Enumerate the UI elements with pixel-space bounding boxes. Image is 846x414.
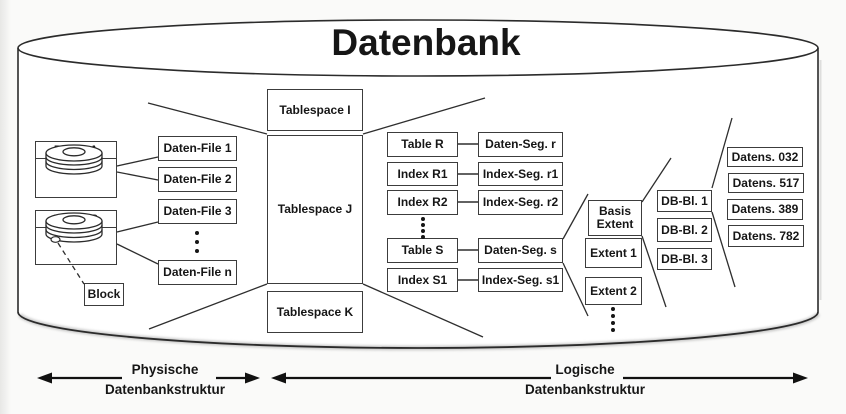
logical-range-arrow <box>271 372 808 384</box>
daten-file-1-box: Daten-File 1 <box>158 136 237 161</box>
physical-structure-line2: Datenbankstruktur <box>104 382 226 398</box>
table-s-box: Table S <box>387 238 458 263</box>
daten-file-ellipsis <box>195 231 199 253</box>
table-r-box: Table R <box>387 132 458 157</box>
tablespace-i-box: Tablespace I <box>267 89 363 131</box>
tablespace-j-box: Tablespace J <box>267 135 363 284</box>
db-block-2-box: DB-Bl. 2 <box>657 218 712 242</box>
index-r2-box: Index R2 <box>387 190 458 215</box>
basis-extent-box: Basis Extent <box>588 200 642 236</box>
daten-file-3-box: Daten-File 3 <box>158 199 237 224</box>
disk-icon <box>45 144 103 175</box>
record-517-box: Datens. 517 <box>728 173 804 193</box>
disk-file-connectors <box>116 156 159 265</box>
db-block-1-box: DB-Bl. 1 <box>657 190 712 212</box>
table-segment-connectors <box>458 143 478 281</box>
daten-seg-r-box: Daten-Seg. r <box>478 132 563 157</box>
disk-platte-a: Platte A <box>35 141 117 198</box>
db-block-3-box: DB-Bl. 3 <box>657 248 712 270</box>
extent-ellipsis <box>611 307 615 332</box>
logical-structure-line1: Logische <box>555 362 615 377</box>
table-ellipsis <box>421 217 425 239</box>
record-782-box: Datens. 782 <box>728 225 804 247</box>
logical-structure-line2: Datenbankstruktur <box>524 382 646 398</box>
physical-structure-line1: Physische <box>131 362 199 377</box>
daten-file-n-box: Daten-File n <box>158 260 237 285</box>
index-seg-r1-box: Index-Seg. r1 <box>478 162 563 186</box>
block-box: Block <box>84 283 124 306</box>
logical-structure-label: Logische Datenbankstruktur <box>505 360 665 401</box>
daten-file-2-box: Daten-File 2 <box>158 167 237 192</box>
index-seg-r2-box: Index-Seg. r2 <box>478 190 563 215</box>
diagram-title: Datenbank <box>331 22 521 63</box>
page-edge-shading <box>0 0 11 414</box>
extent-1-box: Extent 1 <box>585 238 642 268</box>
record-032-box: Datens. 032 <box>727 147 803 167</box>
disk-icon <box>45 212 103 243</box>
physical-range-arrow <box>37 372 260 384</box>
record-389-box: Datens. 389 <box>727 199 803 220</box>
physical-structure-label: Physische Datenbankstruktur <box>95 360 235 401</box>
index-s1-box: Index S1 <box>387 268 458 292</box>
index-r1-box: Index R1 <box>387 162 458 186</box>
disk-platte-b: Platte B <box>35 210 117 265</box>
extent-2-box: Extent 2 <box>585 277 642 305</box>
daten-seg-s-box: Daten-Seg. s <box>478 238 563 263</box>
fan-lines <box>147 97 736 338</box>
index-seg-s1-box: Index-Seg. s1 <box>478 268 563 292</box>
tablespace-k-box: Tablespace K <box>267 291 363 333</box>
